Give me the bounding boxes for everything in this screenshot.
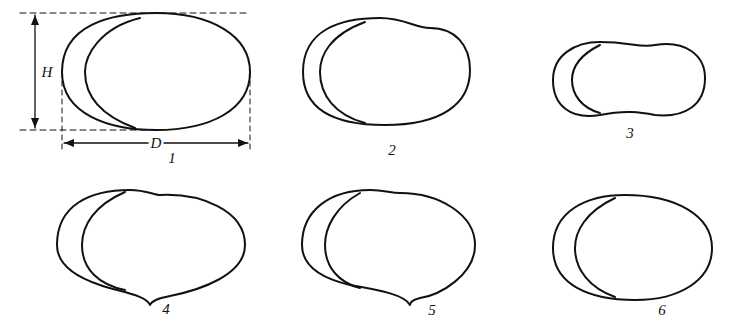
figure-number: 2 — [388, 143, 396, 158]
seed-outline — [57, 190, 245, 305]
height-dimension — [34, 15, 35, 128]
seed-outline — [62, 13, 250, 130]
figure-number: 1 — [168, 151, 176, 166]
seed-crescent — [572, 45, 600, 113]
seed-crescent — [320, 22, 365, 123]
extension-line — [20, 130, 150, 131]
seed-outline — [553, 195, 712, 300]
seed-outline — [302, 190, 475, 305]
seed-crescent — [325, 193, 360, 288]
seed-outline — [553, 42, 705, 116]
figure-number: 4 — [162, 302, 170, 317]
extension-line — [250, 72, 251, 152]
seed-outline — [303, 18, 470, 125]
figure-number: 5 — [428, 303, 436, 318]
figure-number: 3 — [626, 126, 634, 141]
seed-crescent — [575, 198, 615, 297]
dimension-label: H — [42, 65, 53, 80]
figure-number: 6 — [658, 303, 666, 318]
dimension-label: D — [149, 136, 164, 151]
seed-crescent — [82, 192, 125, 290]
seed-crescent — [85, 18, 140, 128]
